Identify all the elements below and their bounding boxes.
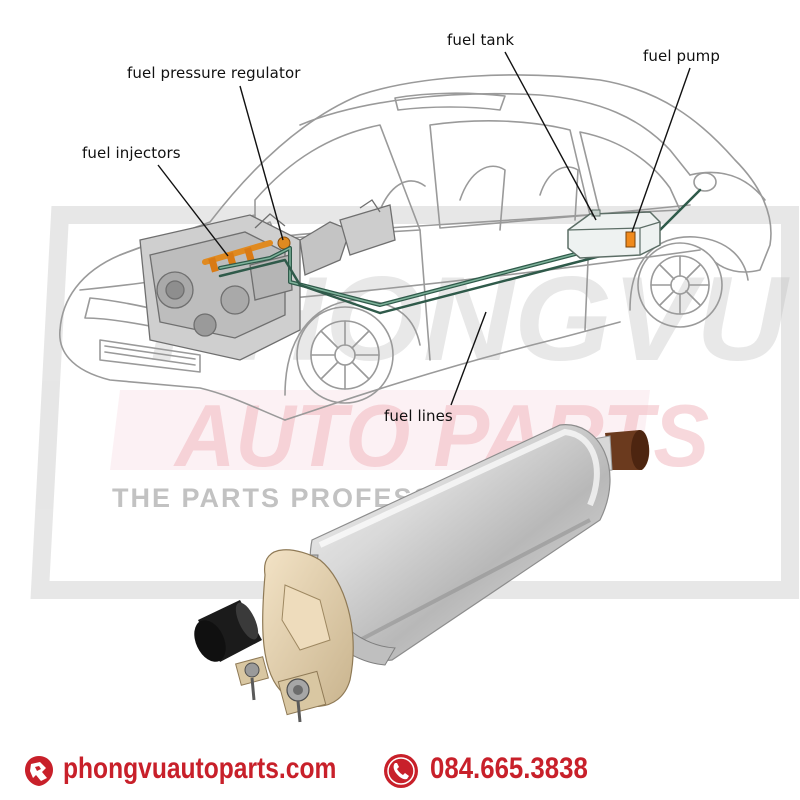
brand-logo-icon bbox=[25, 756, 53, 786]
fuel-pump-component bbox=[625, 231, 636, 248]
leader-lines bbox=[157, 51, 691, 406]
fuel-tank-component bbox=[567, 209, 661, 259]
label-fuel-injectors: fuel injectors bbox=[82, 144, 181, 162]
label-fuel-tank: fuel tank bbox=[447, 31, 515, 49]
footer-phone-link[interactable]: 084.665.3838 bbox=[430, 752, 588, 785]
footer-website-link[interactable]: phongvuautoparts.com bbox=[63, 752, 337, 785]
fuel-pump-product bbox=[194, 424, 650, 723]
label-fuel-pressure-regulator: fuel pressure regulator bbox=[127, 64, 301, 82]
label-fuel-lines: fuel lines bbox=[384, 407, 453, 425]
label-fuel-pump: fuel pump bbox=[643, 47, 721, 65]
phone-icon bbox=[384, 754, 418, 788]
engine bbox=[139, 199, 396, 361]
